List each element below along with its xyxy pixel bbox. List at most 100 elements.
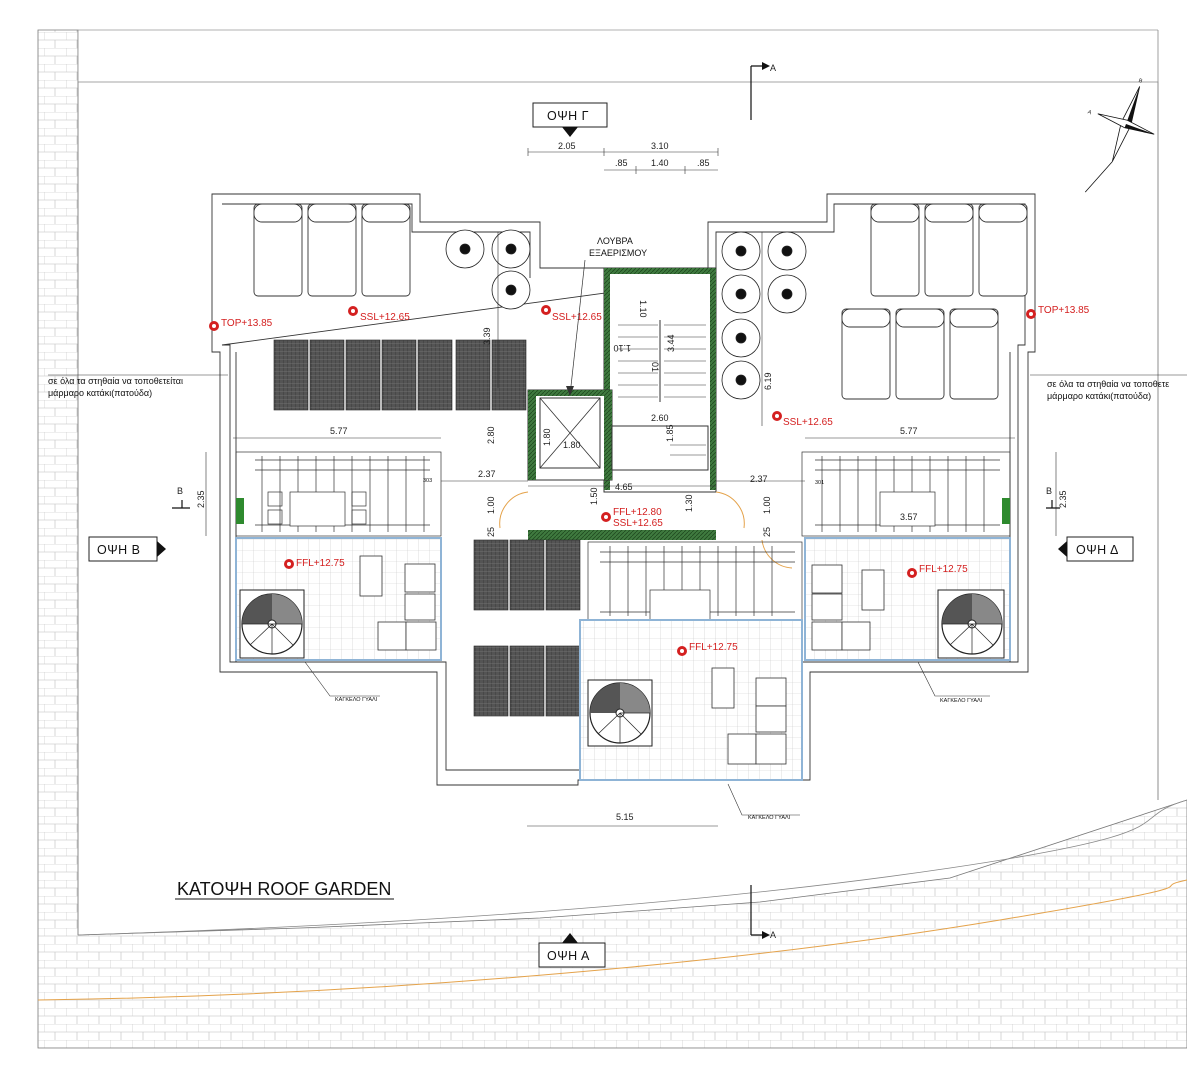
door-tag-right: 301 [815,480,824,486]
sun-loungers-left [253,203,411,297]
title-text: ΚΑΤΟΨΗ ROOF GARDEN [177,879,391,899]
dim-110: 1.10 [638,300,648,318]
plants-right [721,231,807,400]
lounge-furniture-left [359,555,437,651]
level-ffl-bottom: FFL+12.75 [677,642,738,656]
svg-text:FFL+12.75: FFL+12.75 [919,564,968,575]
dim-280: 2.80 [486,426,496,444]
railing-right: ΚΑΓΚΕΛΟ ΓΥΑΛΙ [940,698,983,704]
spiral-stair-left [239,589,305,659]
svg-text:SSL+12.65: SSL+12.65 [613,518,663,529]
dim-235-right: 2.35 [1058,490,1068,508]
dim-185: 1.85 [665,424,675,442]
dim-205: 2.05 [558,141,576,151]
section-marks [172,65,1060,936]
svg-text:ΟΨΗ Γ: ΟΨΗ Γ [547,109,589,123]
railing-labels: ΚΑΓΚΕΛΟ ΓΥΑΛΙ ΚΑΓΚΕΛΟ ΓΥΑΛΙ ΚΑΓΚΕΛΟ ΓΥΑΛ… [304,661,990,821]
svg-text:TOP+13.85: TOP+13.85 [1038,305,1090,316]
svg-text:FFL+12.75: FFL+12.75 [296,558,345,569]
dim-339: 3.39 [482,327,492,345]
svg-text:ΟΨΗ Α: ΟΨΗ Α [547,949,590,963]
sun-loungers-right-top [870,203,1028,297]
dim-577-right: 5.77 [900,426,918,436]
elevation-tag-right: ΟΨΗ Δ [1058,536,1134,562]
dim-130: 1.30 [684,494,694,512]
stair-treads [618,320,706,402]
dim-100-right: 1.00 [762,496,772,514]
section-b-right: B [1046,486,1052,496]
plants-left [445,229,531,310]
svg-text:SSL+12.65: SSL+12.65 [783,417,833,428]
dim-stair-110b: 1.10 [613,343,631,353]
dim-465: 4.65 [615,482,633,492]
dim-235-left: 2.35 [196,490,206,508]
sun-loungers-right-bottom [841,308,999,400]
left-wing [235,203,531,661]
dim-515: 5.15 [616,812,634,822]
svg-text:SSL+12.65: SSL+12.65 [552,312,602,323]
note-left-1: σε όλα τα στηθαία να τοποθετείται [48,376,183,386]
dim-577-left: 5.77 [330,426,348,436]
level-ssl-right: SSL+12.65 [772,411,833,428]
pergola-left [235,451,442,537]
door-left [236,498,244,524]
dim-25-left: 25 [486,527,496,537]
svg-text:ΛΟΥΒΡΑ: ΛΟΥΒΡΑ [597,236,633,246]
note-left-2: μάρμαρο κατάκι(πατούδα) [48,388,152,398]
level-ssl-center: SSL+12.65 [541,305,602,323]
level-markers: TOP+13.85 SSL+12.65 SSL+12.65 TOP+13.85 … [209,305,1090,656]
dimension-lines [205,148,1057,827]
right-wing [721,203,1028,661]
section-b-left: B [177,486,183,496]
elevation-tag-bottom: ΟΨΗ Α [538,933,606,968]
level-ffl-right: FFL+12.75 [907,564,968,578]
svg-text:ΕΞΑΕΡΙΣΜΟΥ: ΕΞΑΕΡΙΣΜΟΥ [589,248,647,258]
section-a-top: A [770,63,776,73]
dim-085b: .85 [697,158,710,168]
note-right-2: μάρμαρο κατάκι(πατούδα) [1047,391,1151,401]
railing-bottom: ΚΑΓΚΕΛΟ ΓΥΑΛΙ [748,815,791,821]
louver-label: ΛΟΥΒΡΑ ΕΞΑΕΡΙΣΜΟΥ [566,236,647,396]
level-top-left: TOP+13.85 [209,318,273,331]
dim-310: 3.10 [651,141,669,151]
level-top-right: TOP+13.85 [1026,305,1090,319]
dim-237-left: 2.37 [478,469,496,479]
svg-text:ΟΨΗ Β: ΟΨΗ Β [97,543,141,557]
svg-text:B: B [1138,78,1144,85]
solar-panels-left [273,339,527,411]
door-tag-left: 303 [423,478,432,484]
dim-140: 1.40 [651,158,669,168]
dim-357: 3.57 [900,512,918,522]
dim-150: 1.50 [589,487,599,505]
dim-085a: .85 [615,158,628,168]
lounge-furniture-right [811,564,885,651]
spiral-stair-right [937,589,1005,659]
central-core [473,267,803,781]
level-ffl-left: FFL+12.75 [284,558,345,569]
dim-100-left: 1.00 [486,496,496,514]
level-ffl-center: FFL+12.80 SSL+12.65 [601,507,663,529]
svg-text:A: A [1087,109,1093,116]
dim-344: 3.44 [666,334,676,352]
site-paving [37,29,1187,1049]
railing-left: ΚΑΓΚΕΛΟ ΓΥΑΛΙ [335,697,378,703]
level-ssl-left: SSL+12.65 [348,306,410,323]
svg-text:ΟΨΗ Δ: ΟΨΗ Δ [1076,543,1119,557]
dim-260: 2.60 [651,413,669,423]
north-arrow-icon: B A [1084,78,1155,193]
dim-237-right: 2.37 [750,474,768,484]
pergola-center [587,541,803,621]
dim-180a: 1.80 [542,428,552,446]
dim-25-right: 25 [762,527,772,537]
svg-text:SSL+12.65: SSL+12.65 [360,312,410,323]
drawing-title: ΚΑΤΟΨΗ ROOF GARDEN [175,879,394,900]
note-right-1: σε όλα τα στηθαία να τοποθετε [1047,379,1169,389]
svg-text:TOP+13.85: TOP+13.85 [221,318,273,329]
svg-text:FFL+12.75: FFL+12.75 [689,642,738,653]
solar-panels-center [473,539,581,717]
dimension-labels: 2.05 3.10 .85 1.40 .85 5.77 5.77 2.37 4.… [196,141,1068,822]
elevation-tag-top: ΟΨΗ Γ [532,102,608,137]
dim-180b: 1.80 [563,440,581,450]
elevation-tag-left: ΟΨΗ Β [88,536,166,562]
